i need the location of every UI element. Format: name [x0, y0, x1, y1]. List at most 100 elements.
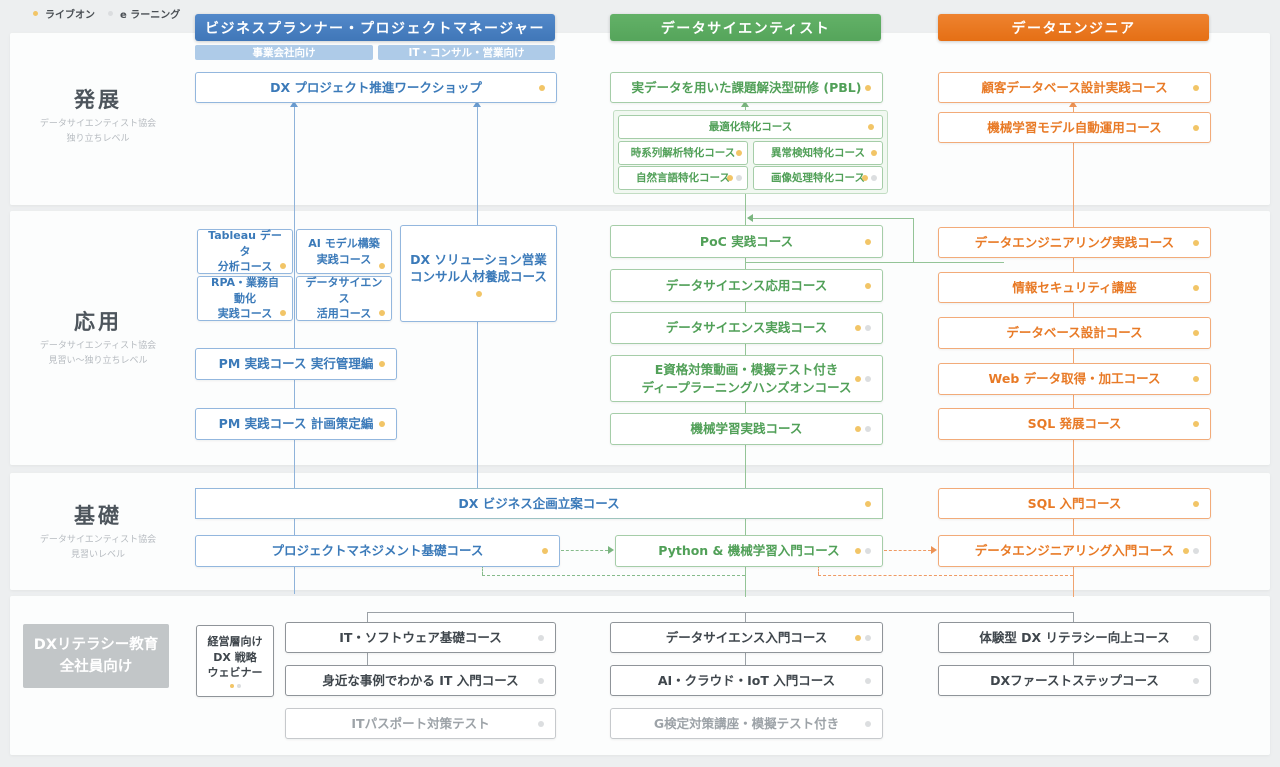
connector-line	[294, 565, 295, 594]
live-dot-icon	[475, 290, 482, 297]
connector-line-dotted	[884, 550, 931, 551]
course-web-data-acquisition: Web データ取得・加工コース	[938, 363, 1211, 395]
live-dot-icon	[280, 263, 286, 269]
live-dot-icon	[1193, 239, 1199, 246]
live-dot-icon	[855, 634, 861, 641]
course-label: データエンジニアリング実践コース	[974, 234, 1175, 250]
elearning-dot-icon	[865, 677, 871, 684]
column-header-data-engineer: データエンジニア	[938, 14, 1209, 41]
course-database-design: データベース設計コース	[938, 317, 1211, 349]
course-poc-practice: PoC 実践コース	[610, 225, 883, 258]
elearning-dot-icon	[865, 634, 871, 641]
live-dot-icon	[1193, 124, 1199, 131]
course-image-processing-specialized: 画像処理特化コース	[753, 166, 883, 190]
level-title-applied: 応用	[74, 310, 122, 334]
connector-line	[367, 612, 368, 622]
course-tableau-data-analysis: Tableau データ 分析コース	[197, 229, 293, 274]
course-dx-project-workshop: DX プロジェクト推進ワークショップ	[195, 72, 557, 103]
live-dot-icon	[1193, 84, 1199, 91]
course-label: AI モデル構築 実践コース	[308, 237, 380, 266]
course-experiential-dx-literacy: 体験型 DX リテラシー向上コース	[938, 622, 1211, 653]
column-header-data-scientist: データサイエンティスト	[610, 14, 881, 41]
connector-line	[1073, 565, 1074, 597]
course-customer-database-design: 顧客データベース設計実践コース	[938, 72, 1211, 103]
course-python-machine-learning-intro: Python & 機械学習入門コース	[615, 535, 883, 567]
live-dot-icon	[539, 84, 545, 91]
arrowhead-up-icon	[473, 101, 481, 107]
course-familiar-it-intro: 身近な事例でわかる IT 入門コース	[285, 665, 556, 696]
live-dot-icon	[727, 175, 733, 181]
course-label: 体験型 DX リテラシー向上コース	[979, 629, 1170, 645]
course-label: 身近な事例でわかる IT 入門コース	[322, 672, 519, 688]
live-dot-icon	[855, 426, 861, 432]
live-dot-icon	[542, 548, 548, 554]
connector-line	[1073, 103, 1074, 112]
course-label: DXファーストステップコース	[990, 672, 1159, 688]
course-label: 機械学習モデル自動運用コース	[987, 119, 1162, 135]
course-label: 顧客データベース設計実践コース	[981, 79, 1168, 95]
course-data-engineering-practice: データエンジニアリング実践コース	[938, 227, 1211, 258]
live-dot-icon	[1193, 284, 1199, 291]
live-dot-icon	[862, 175, 868, 181]
live-dot-icon	[1193, 500, 1199, 507]
course-dx-business-planning: DX ビジネス企画立案コース	[195, 488, 883, 519]
arrowhead-right-icon	[931, 546, 937, 554]
course-label: DX ソリューション営業 コンサル人材養成コース	[410, 251, 547, 285]
legend-elearning-label: e ラーニング	[120, 10, 181, 21]
course-ai-cloud-iot-intro: AI・クラウド・IoT 入門コース	[610, 665, 883, 696]
live-dot-icon	[379, 263, 385, 269]
course-label: プロジェクトマネジメント基礎コース	[271, 543, 484, 559]
course-pbl-training: 実データを用いた課題解決型研修 (PBL)	[610, 72, 883, 103]
subheader-business-company: 事業会社向け	[195, 45, 373, 60]
live-dot-icon	[1183, 548, 1189, 554]
course-data-science-practice: データサイエンス実践コース	[610, 312, 883, 344]
live-dot-icon	[379, 421, 385, 427]
course-label: SQL 入門コース	[1027, 495, 1122, 511]
course-sql-intro: SQL 入門コース	[938, 488, 1211, 519]
course-label: Python & 機械学習入門コース	[658, 543, 840, 559]
connector-line	[294, 517, 295, 535]
live-dot-icon	[855, 375, 861, 382]
course-time-series-specialized: 時系列解析特化コース	[618, 141, 748, 165]
course-sql-advanced: SQL 発展コース	[938, 408, 1211, 440]
level-title-dx-literacy: DXリテラシー教育 全社員向け	[23, 624, 169, 688]
elearning-dot-icon	[865, 720, 871, 727]
course-pm-practice-execution: PM 実践コース 実行管理編	[195, 348, 397, 380]
connector-line	[477, 320, 478, 488]
connector-line	[1073, 651, 1074, 665]
course-label: IT・ソフトウェア基礎コース	[339, 629, 502, 645]
course-data-engineering-intro: データエンジニアリング入門コース	[938, 535, 1211, 567]
course-nlp-specialized: 自然言語特化コース	[618, 166, 748, 190]
course-executive-dx-strategy-webinar: 経営層向け DX 戦略 ウェビナー	[196, 625, 274, 697]
live-dot-icon	[865, 238, 871, 245]
live-dot-icon	[865, 500, 871, 507]
course-label: 画像処理特化コース	[771, 171, 865, 184]
live-dot-icon	[736, 150, 742, 156]
course-label: 実データを用いた課題解決型研修 (PBL)	[631, 79, 862, 95]
elearning-dot-icon	[1193, 634, 1199, 641]
course-label: PoC 実践コース	[699, 233, 794, 249]
elearning-dot-icon	[865, 375, 871, 382]
connector-line	[745, 443, 746, 488]
connector-line	[294, 378, 295, 408]
course-g-certificate-prep: G検定対策講座・模擬テスト付き	[610, 708, 883, 739]
connector-line	[745, 517, 746, 535]
elearning-dot-icon	[1193, 548, 1199, 554]
legend-live-label: ライブオン	[45, 10, 95, 21]
course-it-passport-test: ITパスポート対策テスト	[285, 708, 556, 739]
level-title-basic: 基礎	[74, 504, 122, 528]
live-dot-icon	[1193, 421, 1199, 427]
course-pm-practice-planning: PM 実践コース 計画策定編	[195, 408, 397, 440]
arrowhead-up-icon	[741, 101, 749, 107]
course-label: 情報セキュリティ講座	[1012, 279, 1137, 295]
live-dot-icon	[229, 683, 234, 688]
course-ai-model-building: AI モデル構築 実践コース	[296, 229, 392, 274]
subheader-it-consulting-sales: IT・コンサル・営業向け	[378, 45, 555, 60]
course-project-management-basics: プロジェクトマネジメント基礎コース	[195, 535, 560, 567]
level-note-applied: データサイエンティスト協会 見習い〜独り立ちレベル	[39, 341, 157, 367]
live-dot-icon	[379, 361, 385, 367]
legend: ライブオン e ラーニング	[33, 6, 180, 21]
course-e-certificate-deep-learning: E資格対策動画・模擬テスト付き ディープラーニングハンズオンコース	[610, 355, 883, 402]
elearning-dot-icon	[736, 175, 742, 181]
connector-line	[1073, 256, 1074, 272]
